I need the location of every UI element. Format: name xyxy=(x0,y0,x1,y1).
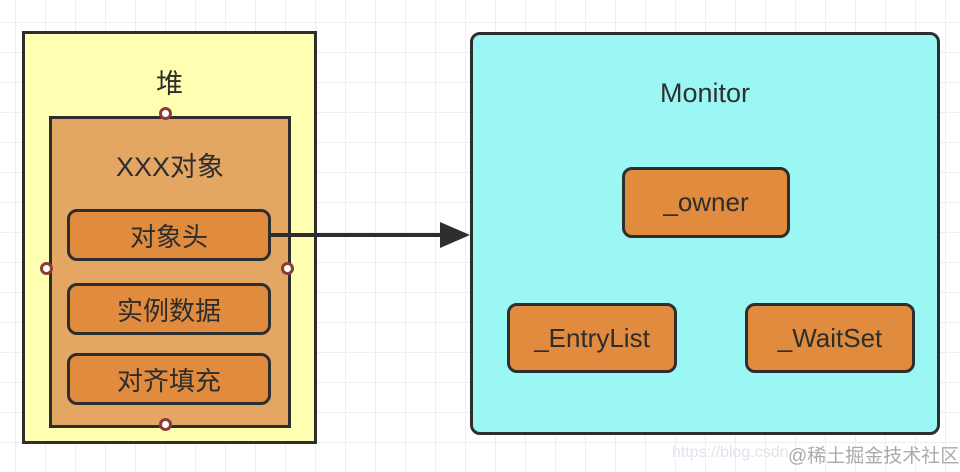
connector-dot-top xyxy=(159,107,172,120)
waitset-field-box: _WaitSet xyxy=(745,303,915,373)
object-header-box: 对象头 xyxy=(67,209,271,261)
owner-field-box: _owner xyxy=(622,167,790,238)
monitor-label: Monitor xyxy=(659,78,751,108)
watermark-community: @稀土掘金技术社区 xyxy=(788,446,960,467)
entrylist-field-box: _EntryList xyxy=(507,303,677,373)
alignment-padding-box: 对齐填充 xyxy=(67,353,271,405)
object-label: XXX对象 xyxy=(115,152,225,182)
connector-dot-bottom xyxy=(159,418,172,431)
heap-label: 堆 xyxy=(156,69,183,99)
connector-dot-right xyxy=(281,262,294,275)
watermark-url: https://blog.csdn xyxy=(672,444,789,461)
instance-data-box: 实例数据 xyxy=(67,283,271,335)
connector-dot-left xyxy=(40,262,53,275)
